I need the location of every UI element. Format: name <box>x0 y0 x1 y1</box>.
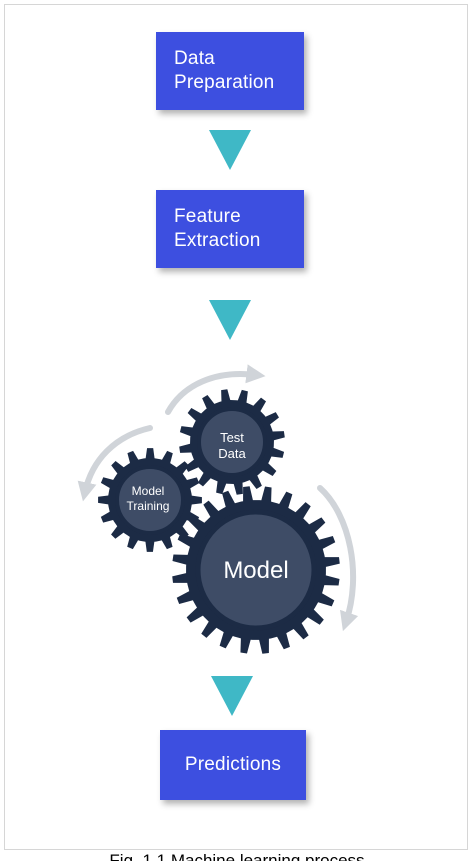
model-gear-label: Model <box>223 557 288 584</box>
cycle-arrow-left <box>77 425 153 502</box>
flow-arrow-3 <box>211 676 253 716</box>
gear-model-training-hub <box>115 465 185 535</box>
cycle-arrow-right <box>317 485 359 632</box>
model-training-gear <box>98 448 202 552</box>
data-preparation-box: Data Preparation <box>156 32 304 110</box>
flow-arrow-1 <box>209 130 251 170</box>
cycle-arrow-top <box>165 364 266 415</box>
model-gear <box>172 486 340 654</box>
feature-extraction-label-line2: Extraction <box>174 230 261 251</box>
flow-arrow-2 <box>209 300 251 340</box>
gear-model-hub <box>195 509 317 631</box>
predictions-label: Predictions <box>184 754 282 775</box>
feature-extraction-label-line1: Feature <box>174 206 241 227</box>
data-preparation-label-line2: Preparation <box>174 72 275 93</box>
figure-caption: Fig. 1.1 Machine learning process <box>109 851 365 861</box>
model-training-gear-label-line1: Model <box>132 484 165 498</box>
model-training-gear-label-line2: Training <box>127 499 170 513</box>
test-data-gear <box>179 389 285 495</box>
feature-extraction-box: Feature Extraction <box>156 190 304 268</box>
test-data-gear-label-line2: Data <box>218 446 246 461</box>
predictions-box: Predictions <box>160 730 306 800</box>
data-preparation-label-line1: Data <box>174 48 215 69</box>
gear-test-data-hub <box>197 407 267 477</box>
test-data-gear-label-line1: Test <box>220 430 244 445</box>
